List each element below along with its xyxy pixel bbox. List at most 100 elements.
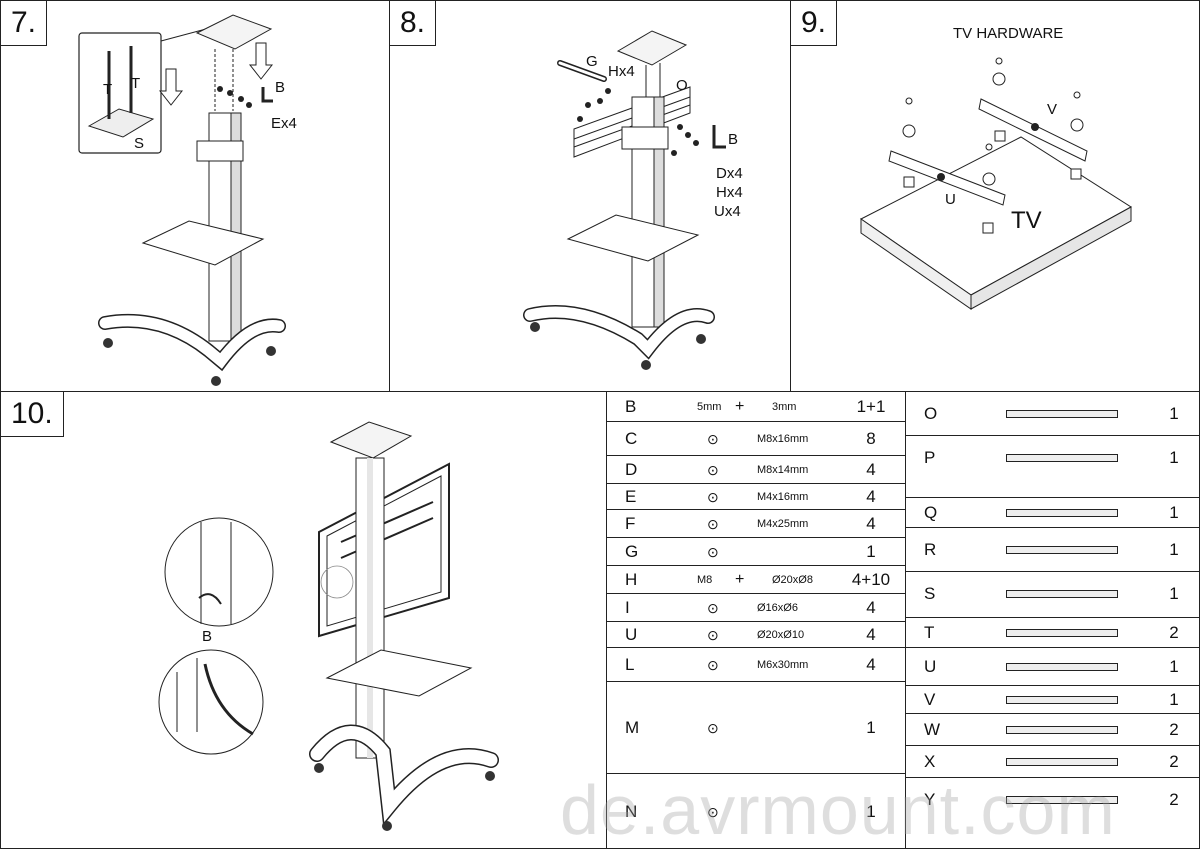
part-qty: 1 (866, 718, 876, 737)
part-letter: O (924, 404, 938, 423)
label-d: Dx4 (716, 165, 743, 182)
part-letter: U (625, 625, 638, 644)
part-spec: M4x16mm (757, 491, 809, 503)
part-spec: M8x16mm (757, 433, 809, 445)
label-tv: TV (1011, 207, 1042, 234)
part-icon: ⊙ (707, 544, 719, 560)
part-qty: 1+1 (856, 397, 886, 416)
tv-hardware-title: TV HARDWARE (953, 25, 1064, 42)
part-letter: R (924, 540, 937, 559)
part-letter: P (924, 448, 936, 467)
part-icon: ⊙ (707, 462, 719, 478)
part-qty: 1 (1169, 503, 1179, 522)
part-letter: L (625, 655, 635, 674)
part-icon (1006, 663, 1118, 671)
part-icon: ⊙ (707, 720, 719, 736)
part-spec: 5mm (697, 401, 722, 413)
parts-row: B 5mm +3mm 1+1 (607, 392, 906, 422)
parts-row: N ⊙ 1 (607, 774, 906, 850)
part-qty: 2 (1169, 720, 1179, 739)
part-letter: B (625, 397, 637, 416)
part-qty: 4+10 (851, 570, 891, 589)
part-letter: C (625, 429, 638, 448)
part-icon: ⊙ (707, 600, 719, 616)
label-h-bottom: Hx4 (716, 184, 743, 201)
part-icon (1006, 758, 1118, 766)
part-letter: H (625, 570, 638, 589)
step-9-illustration (860, 57, 1132, 310)
part-qty: 1 (1169, 690, 1179, 709)
label-b: B (275, 79, 286, 96)
part-icon (1006, 590, 1118, 598)
step-number: 8. (390, 1, 437, 46)
step-8-panel: 8. G Hx4 O B Dx4 Hx4 Ux4 (389, 0, 792, 393)
part-letter: M (625, 718, 640, 737)
part-spec: M6x30mm (757, 659, 809, 671)
part-qty: 1 (1169, 657, 1179, 676)
part-spec-secondary: 3mm (772, 401, 797, 413)
part-icon (1006, 796, 1118, 804)
part-icon: ⊙ (707, 431, 719, 447)
label-u: U (945, 191, 956, 208)
part-icon (1006, 726, 1118, 734)
part-qty: 1 (1169, 448, 1179, 467)
part-letter: S (924, 584, 936, 603)
step-10-illustration (158, 421, 499, 831)
label-o: O (676, 77, 688, 94)
label-u: Ux4 (714, 203, 741, 220)
part-spec: M8 (697, 574, 713, 586)
part-letter: N (625, 802, 638, 821)
label-s: S (134, 135, 145, 152)
part-qty: 2 (1169, 623, 1179, 642)
part-icon: ⊙ (707, 489, 719, 505)
part-qty: 1 (1169, 584, 1179, 603)
part-icon (1006, 696, 1118, 704)
watermark: de.avrmount.com (560, 771, 1116, 849)
part-qty: 4 (866, 655, 876, 674)
label-b: B (202, 628, 213, 645)
label-t-left: T (103, 81, 113, 98)
step-7-panel: 7. T T S B Ex4 (0, 0, 391, 393)
part-qty: 2 (1169, 790, 1179, 809)
step-7-illustration (78, 14, 286, 386)
part-letter: D (625, 460, 638, 479)
part-qty: 1 (866, 802, 876, 821)
part-qty: 4 (866, 460, 876, 479)
part-icon (1006, 509, 1118, 517)
part-letter: F (625, 514, 636, 533)
part-qty: 4 (866, 598, 876, 617)
part-qty: 4 (866, 514, 876, 533)
step-number: 10. (1, 392, 64, 437)
step-8-illustration (523, 30, 726, 370)
part-spec: Ø20xØ10 (757, 629, 805, 641)
part-spec-secondary: Ø20xØ8 (772, 574, 813, 586)
part-letter: V (924, 690, 936, 709)
part-letter: E (625, 487, 637, 506)
label-b: B (728, 131, 739, 148)
parts-row: M ⊙ 1 (607, 682, 906, 774)
part-qty: 8 (866, 429, 876, 448)
part-icon (1006, 454, 1118, 462)
part-qty: 4 (866, 625, 876, 644)
label-v: V (1047, 101, 1058, 118)
step-number: 7. (1, 1, 48, 46)
part-letter: X (924, 752, 936, 771)
part-plus: + (735, 398, 745, 415)
part-spec: Ø16xØ6 (757, 602, 798, 614)
part-icon: ⊙ (707, 804, 719, 820)
